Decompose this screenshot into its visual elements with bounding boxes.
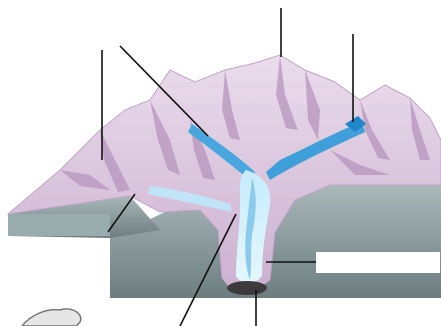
side-label-box <box>316 252 440 273</box>
terminal-moraine <box>227 281 267 295</box>
ground-left-face <box>8 214 110 236</box>
boulder <box>22 309 81 326</box>
